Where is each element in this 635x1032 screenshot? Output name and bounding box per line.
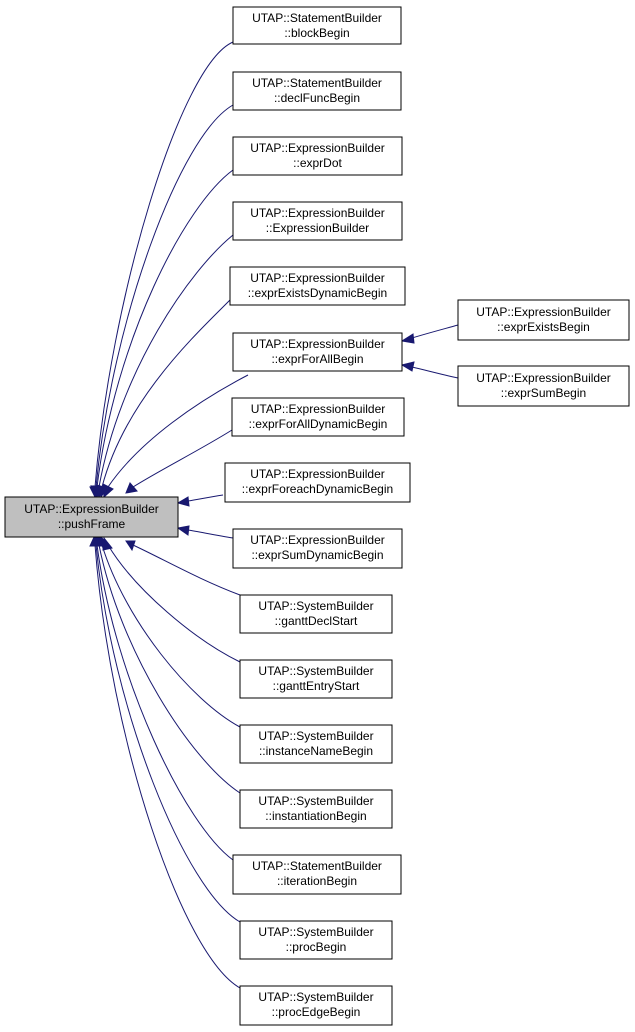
node-line2: ::declFuncBegin xyxy=(274,91,360,105)
node-declFuncBegin[interactable]: UTAP::StatementBuilder ::declFuncBegin xyxy=(232,71,402,111)
node-line1: UTAP::ExpressionBuilder xyxy=(250,206,385,220)
edge-procEdgeBegin xyxy=(94,544,241,989)
node-line2: ::exprForAllDynamicBegin xyxy=(249,417,388,431)
node-line1: UTAP::SystemBuilder xyxy=(258,925,373,939)
arrowhead-exprForAllDynamicBegin xyxy=(125,482,138,494)
node-line2: ::blockBegin xyxy=(284,26,349,40)
edge-ganttEntryStart xyxy=(107,544,241,663)
node-line2: ::ganttDeclStart xyxy=(275,614,358,628)
node-exprSumBegin[interactable]: UTAP::ExpressionBuilder ::exprSumBegin xyxy=(457,365,630,407)
edge-declFuncBegin xyxy=(95,104,234,488)
node-exprForAllBegin[interactable]: UTAP::ExpressionBuilder ::exprForAllBegi… xyxy=(232,332,403,372)
node-line2: ::procEdgeBegin xyxy=(272,1005,361,1019)
node-iterationBegin[interactable]: UTAP::StatementBuilder ::iterationBegin xyxy=(232,854,402,895)
edge-blockBegin xyxy=(94,41,234,488)
edge-exprSumBegin xyxy=(411,366,459,379)
node-line1: UTAP::ExpressionBuilder xyxy=(250,467,385,481)
edge-instanceNameBegin xyxy=(101,544,241,728)
node-line2: ::exprForeachDynamicBegin xyxy=(242,482,393,496)
node-line1: UTAP::SystemBuilder xyxy=(258,990,373,1004)
node-procEdgeBegin[interactable]: UTAP::SystemBuilder ::procEdgeBegin xyxy=(239,985,393,1026)
edge-exprExistsBegin xyxy=(411,324,459,339)
node-ExpressionBuilder[interactable]: UTAP::ExpressionBuilder ::ExpressionBuil… xyxy=(232,201,403,241)
edge-exprSumDynamicBegin xyxy=(187,529,234,539)
edge-instantiationBegin xyxy=(98,544,241,794)
node-line1: UTAP::ExpressionBuilder xyxy=(250,533,385,547)
edge-iterationBegin xyxy=(96,544,234,861)
root-node-pushFrame[interactable]: UTAP::ExpressionBuilder ::pushFrame xyxy=(4,496,179,538)
node-exprDot[interactable]: UTAP::ExpressionBuilder ::exprDot xyxy=(232,136,403,176)
root-node-line2: ::pushFrame xyxy=(58,517,126,531)
node-instantiationBegin[interactable]: UTAP::SystemBuilder ::instantiationBegin xyxy=(239,789,393,829)
node-line1: UTAP::SystemBuilder xyxy=(258,599,373,613)
node-line1: UTAP::StatementBuilder xyxy=(252,11,382,25)
node-line1: UTAP::StatementBuilder xyxy=(252,76,382,90)
arrowhead-procEdgeBegin xyxy=(89,533,101,547)
edge-ExpressionBuilder xyxy=(98,234,234,488)
node-line2: ::exprExistsBegin xyxy=(497,320,590,334)
arrowhead-ganttDeclStart xyxy=(125,540,136,552)
node-exprExistsBegin[interactable]: UTAP::ExpressionBuilder ::exprExistsBegi… xyxy=(457,299,630,341)
node-line2: ::ganttEntryStart xyxy=(273,679,360,693)
node-line1: UTAP::ExpressionBuilder xyxy=(250,141,385,155)
node-line1: UTAP::ExpressionBuilder xyxy=(250,337,385,351)
node-line2: ::instantiationBegin xyxy=(265,809,366,823)
node-exprSumDynamicBegin[interactable]: UTAP::ExpressionBuilder ::exprSumDynamic… xyxy=(232,528,403,569)
edges xyxy=(94,41,459,989)
node-line1: UTAP::ExpressionBuilder xyxy=(250,271,385,285)
node-line1: UTAP::SystemBuilder xyxy=(258,729,373,743)
node-ganttDeclStart[interactable]: UTAP::SystemBuilder ::ganttDeclStart xyxy=(239,594,393,634)
arrowhead-exprForeachDynamicBegin xyxy=(176,496,190,507)
node-line1: UTAP::SystemBuilder xyxy=(258,664,373,678)
node-line1: UTAP::SystemBuilder xyxy=(258,794,373,808)
node-procBegin[interactable]: UTAP::SystemBuilder ::procBegin xyxy=(239,920,393,960)
arrowhead-exprForAllBegin xyxy=(102,483,114,499)
node-line2: ::instanceNameBegin xyxy=(259,744,373,758)
node-line1: UTAP::ExpressionBuilder xyxy=(251,402,386,416)
node-line2: ::exprSumBegin xyxy=(501,386,586,400)
node-line2: ::procBegin xyxy=(286,940,347,954)
node-exprExistsDynamicBegin[interactable]: UTAP::ExpressionBuilder ::exprExistsDyna… xyxy=(229,266,406,306)
edge-exprForeachDynamicBegin xyxy=(187,494,224,502)
edge-exprExistsDynamicBegin xyxy=(101,299,231,488)
node-line2: ::exprForAllBegin xyxy=(271,352,363,366)
node-blockBegin[interactable]: UTAP::StatementBuilder ::blockBegin xyxy=(232,6,402,45)
node-exprForAllDynamicBegin[interactable]: UTAP::ExpressionBuilder ::exprForAllDyna… xyxy=(231,397,405,437)
edge-procBegin xyxy=(95,544,241,923)
node-line2: ::iterationBegin xyxy=(277,874,357,888)
node-ganttEntryStart[interactable]: UTAP::SystemBuilder ::ganttEntryStart xyxy=(239,659,393,699)
node-line2: ::exprDot xyxy=(293,156,342,170)
node-exprForeachDynamicBegin[interactable]: UTAP::ExpressionBuilder ::exprForeachDyn… xyxy=(224,462,411,503)
edge-ganttDeclStart xyxy=(132,544,241,596)
arrowhead-exprSumBegin xyxy=(400,361,415,372)
node-line1: UTAP::ExpressionBuilder xyxy=(476,371,611,385)
node-line1: UTAP::ExpressionBuilder xyxy=(476,305,611,319)
node-line2: ::exprExistsDynamicBegin xyxy=(248,286,387,300)
arrowheads xyxy=(89,333,415,552)
node-line1: UTAP::StatementBuilder xyxy=(252,859,382,873)
edge-exprForAllBegin xyxy=(107,374,249,488)
node-line2: ::ExpressionBuilder xyxy=(266,221,369,235)
edge-exprDot xyxy=(96,169,234,488)
node-instanceNameBegin[interactable]: UTAP::SystemBuilder ::instanceNameBegin xyxy=(239,724,393,764)
root-node-line1: UTAP::ExpressionBuilder xyxy=(24,502,159,516)
arrowhead-exprSumDynamicBegin xyxy=(176,525,190,536)
edge-exprForAllDynamicBegin xyxy=(132,429,233,488)
node-line2: ::exprSumDynamicBegin xyxy=(251,548,383,562)
arrowhead-exprExistsBegin xyxy=(400,333,415,344)
